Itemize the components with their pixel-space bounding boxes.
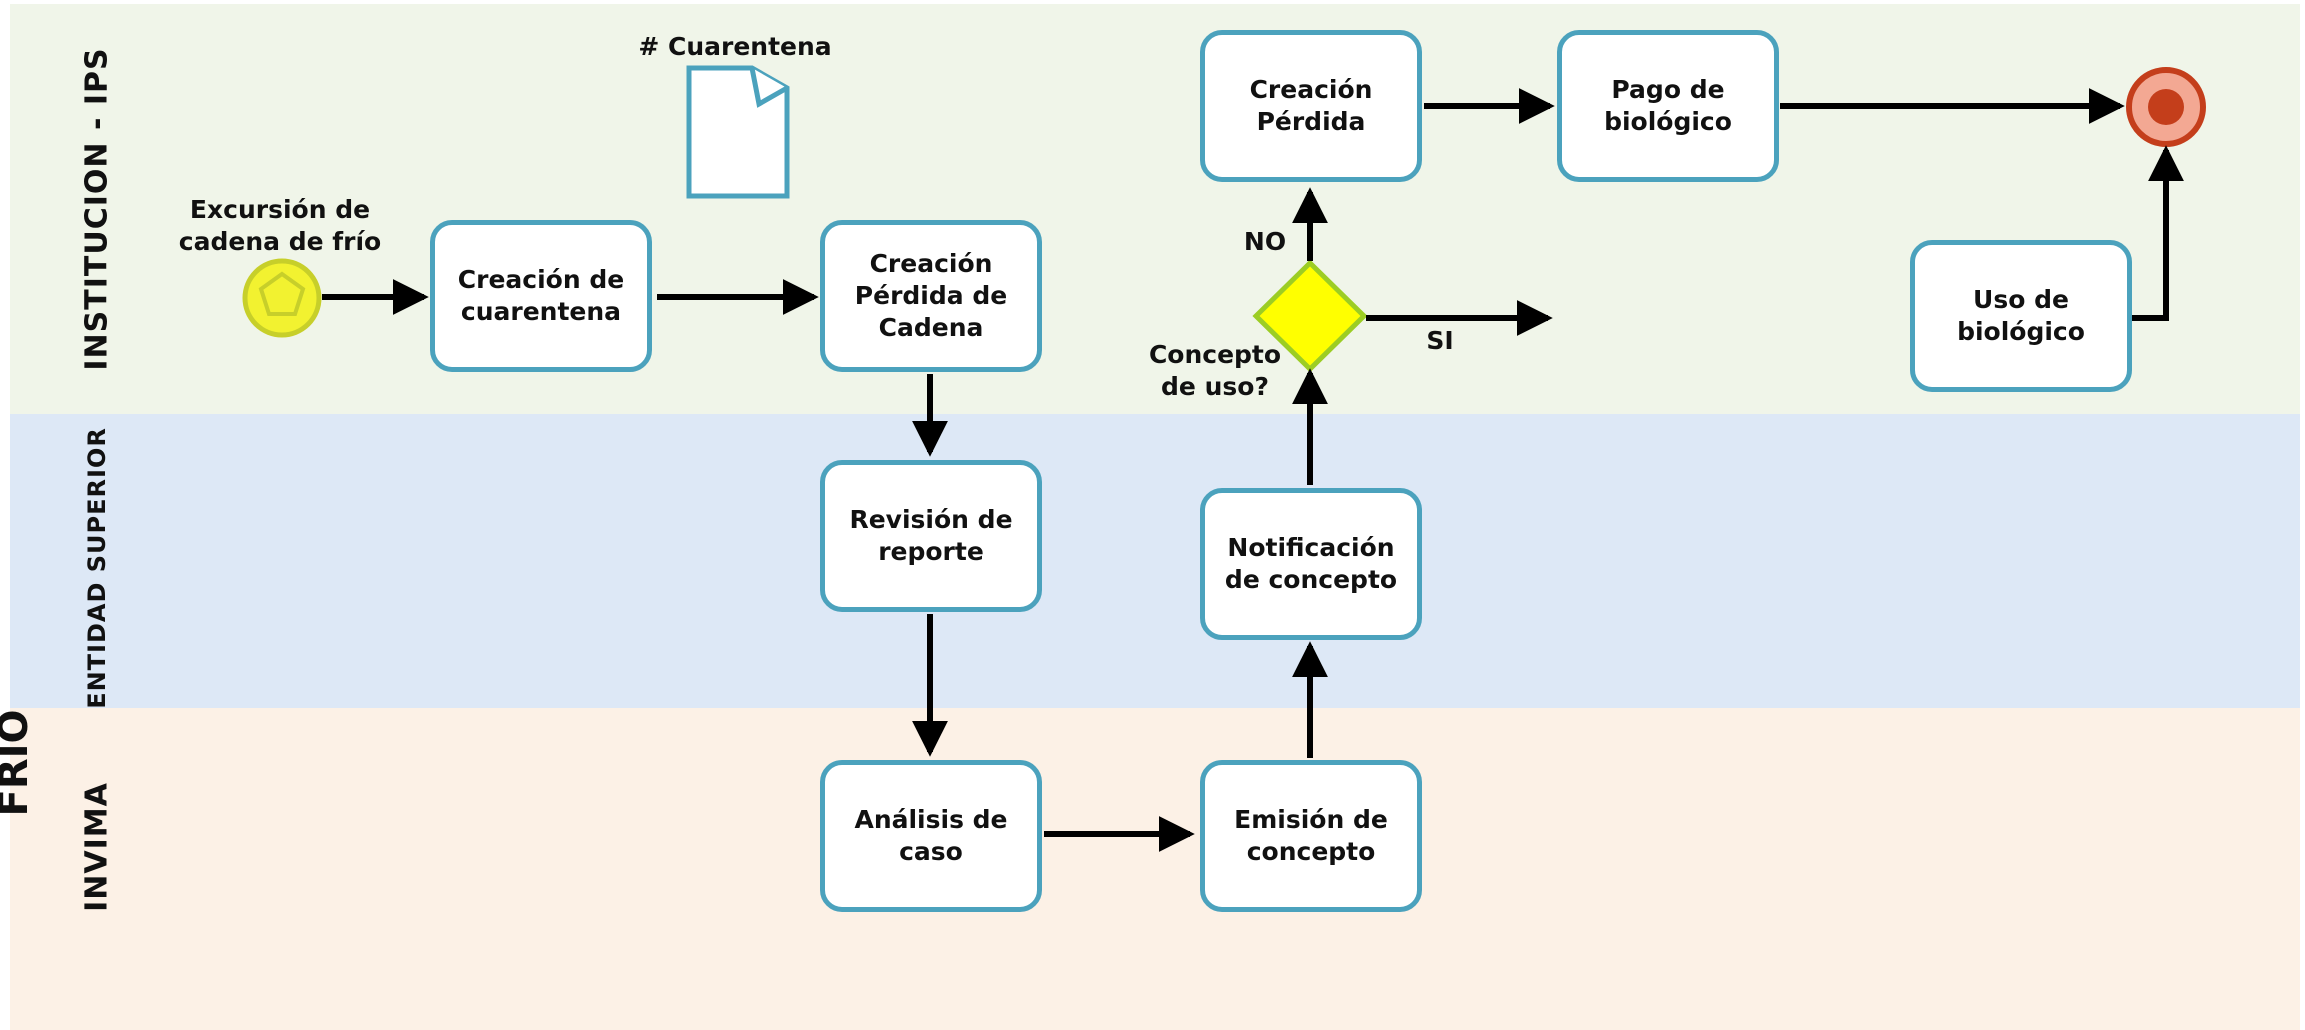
- task-pago-biologico: Pago de biológico: [1557, 30, 1779, 182]
- lane-invima: [10, 708, 2300, 1030]
- start-event-label: Excursión de cadena de frío: [178, 195, 382, 256]
- task-revision-reporte: Revisión de reporte: [820, 460, 1042, 612]
- task-creacion-perdida-cadena: Creación Pérdida de Cadena: [820, 220, 1042, 372]
- task-analisis-caso: Análisis de caso: [820, 760, 1042, 912]
- flow-uso-to-end: [2130, 145, 2184, 321]
- gateway-no-label: NO: [1243, 227, 1287, 256]
- task-emision-concepto: Emisión de concepto: [1200, 760, 1422, 912]
- task-notificacion-concepto: Notificación de concepto: [1200, 488, 1422, 640]
- task-creacion-cuarentena: Creación de cuarentena: [430, 220, 652, 372]
- task-uso-biologico: Uso de biológico: [1910, 240, 2132, 392]
- task-creacion-perdida: Creación Pérdida: [1200, 30, 1422, 182]
- gateway-si-label: SI: [1426, 326, 1454, 355]
- lane-entidad-superior: [10, 414, 2300, 708]
- gateway-question-label: Concepto de uso?: [1148, 340, 1282, 401]
- sequence-flows: [322, 88, 2184, 852]
- start-event: [242, 258, 322, 338]
- data-object-cuarentena: [686, 65, 790, 199]
- end-event: [2126, 67, 2206, 147]
- data-object-label: # Cuarentena: [638, 32, 832, 61]
